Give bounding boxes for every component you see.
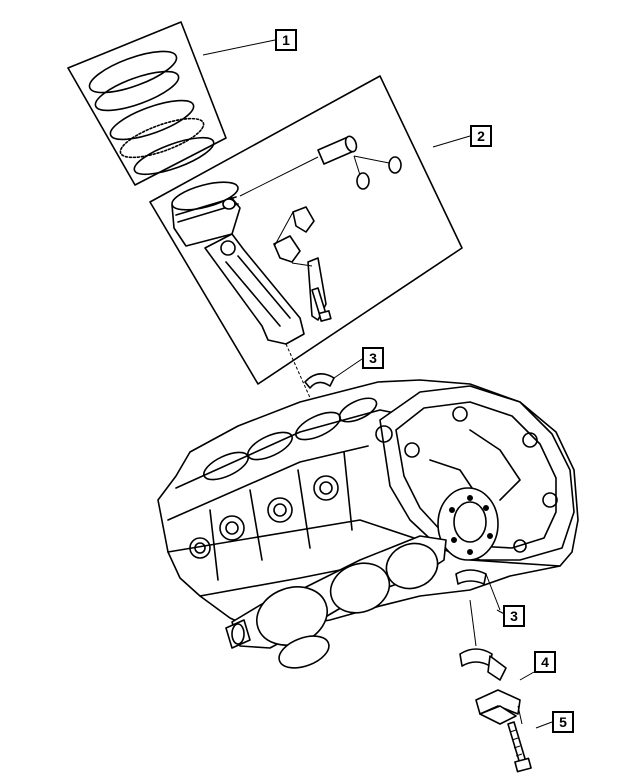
main-bearing-shells[interactable] [455,569,507,681]
piston-pin-clips[interactable] [353,155,402,190]
callout-4[interactable]: 4 [534,651,556,673]
rod-bolt[interactable] [311,287,332,322]
crankshaft-flange[interactable] [437,487,499,561]
piston-rings[interactable] [85,43,218,182]
callout-2[interactable]: 2 [470,125,492,147]
piston-pin[interactable] [239,135,358,197]
callout-3-upper[interactable]: 3 [362,347,384,369]
callout-1[interactable]: 1 [275,29,297,51]
main-bearing-cap-bolt[interactable] [507,721,532,773]
piston[interactable] [169,177,241,247]
callout-5[interactable]: 5 [552,711,574,733]
callout-3-lower[interactable]: 3 [503,605,525,627]
connecting-rod[interactable] [204,233,305,345]
rod-bearing-shell-upper[interactable] [304,358,363,389]
piston-rings-frame [67,21,227,186]
block-rear-face [375,385,575,561]
piston-rod-frame [149,75,463,385]
main-bearing-cap[interactable] [475,689,523,725]
crankshaft[interactable] [225,535,447,674]
